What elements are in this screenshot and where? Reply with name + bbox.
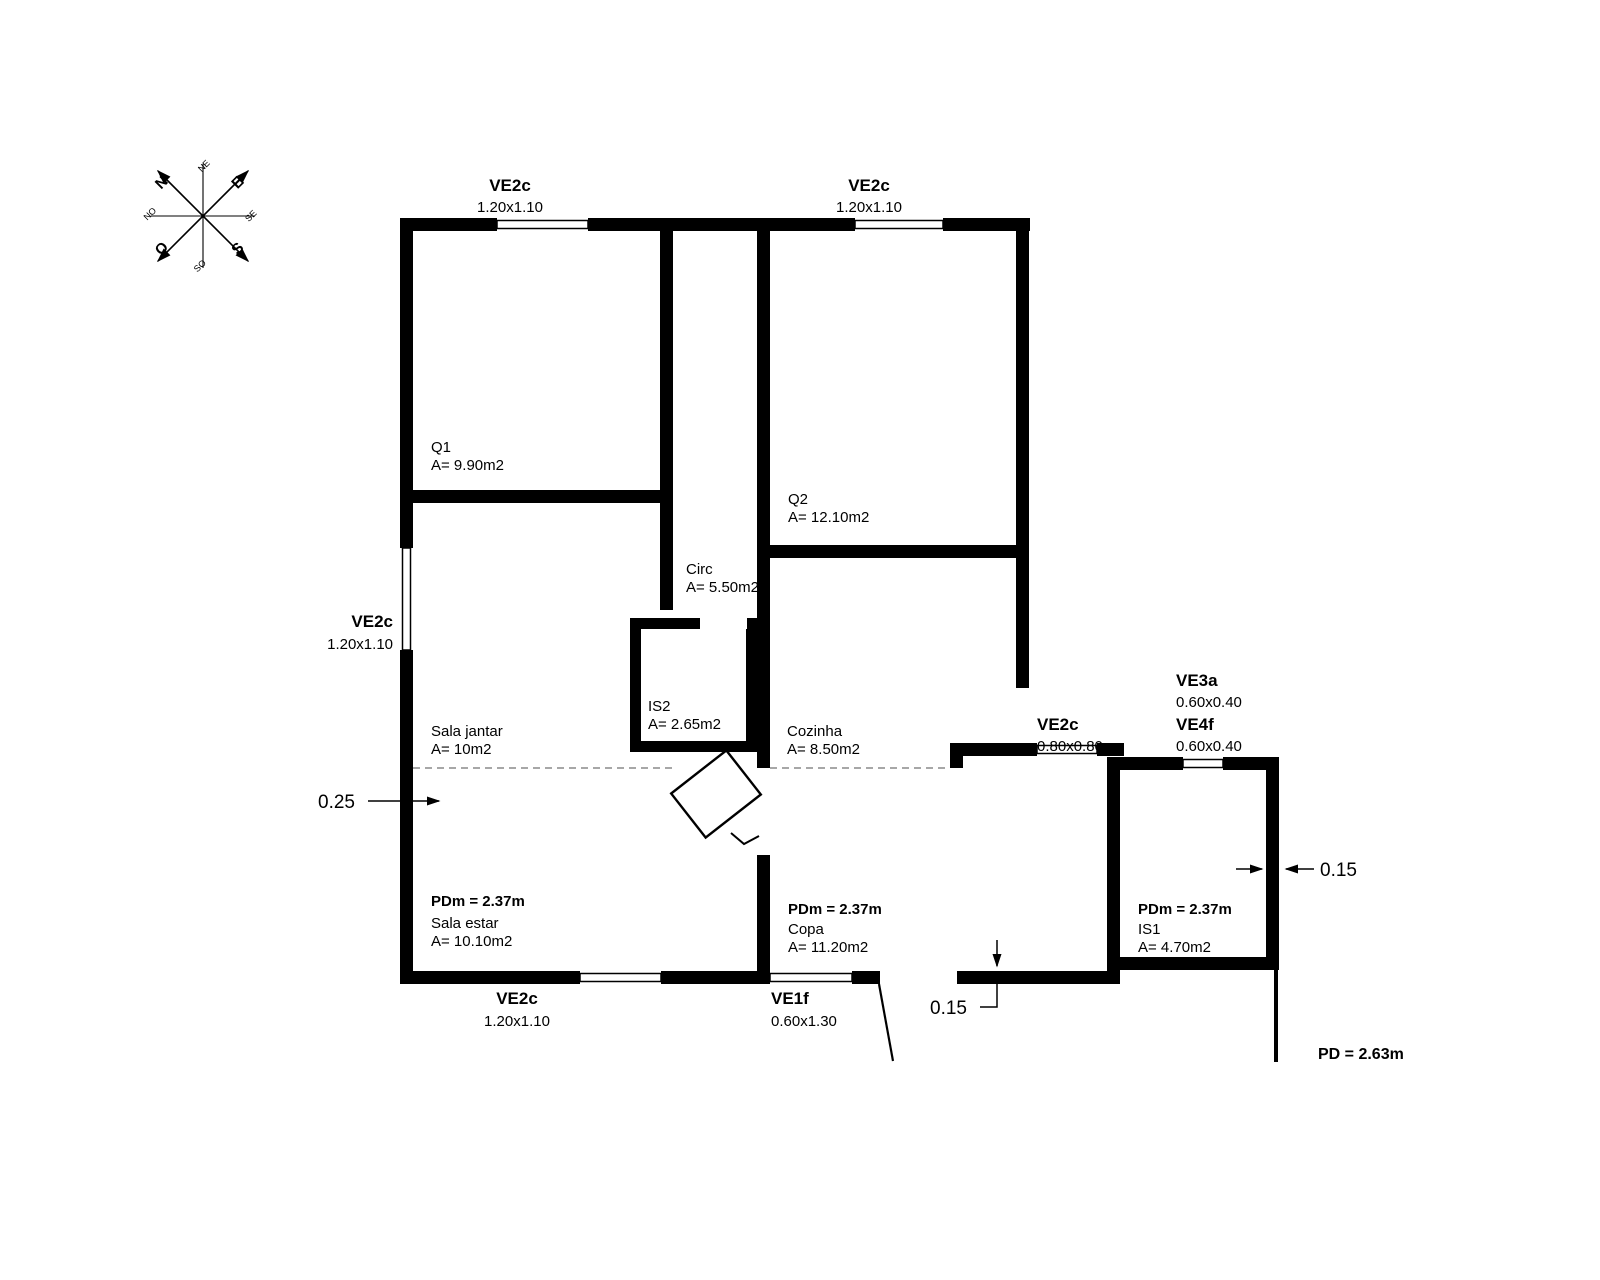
room-name-copa: Copa <box>788 921 825 938</box>
window-label-ve2c-top-left: VE2c <box>489 176 531 195</box>
compass-label-n: N <box>152 173 172 193</box>
compass-label-se: SE <box>243 208 259 224</box>
room-area-cozinha: A= 8.50m2 <box>787 741 860 758</box>
window-size-ve2c-left: 1.20x1.10 <box>327 636 393 653</box>
wall-is2-left <box>630 629 641 741</box>
window-label-ve2c-left: VE2c <box>351 612 393 631</box>
window-size-ve2c-bottom: 1.20x1.10 <box>484 1013 550 1030</box>
dimension-lines <box>368 796 1314 1008</box>
wall-left-upper <box>400 231 413 548</box>
wall-is1-bottom <box>1120 957 1279 970</box>
window-ve2c-top-right <box>854 219 944 230</box>
room-pdm-sala-estar: PDm = 2.37m <box>431 893 525 910</box>
room-area-q1: A= 9.90m2 <box>431 457 504 474</box>
window-ve2c-top-left <box>496 219 589 230</box>
dim-text-bottom-wall: 0.15 <box>930 998 967 1019</box>
compass-label-no: NO <box>142 206 159 223</box>
wall-q1-bottom <box>413 490 660 503</box>
door-leaf-central <box>669 748 763 840</box>
room-name-is2: IS2 <box>648 698 671 715</box>
window-label-ve4f: VE4f <box>1176 715 1214 734</box>
dimension-texts: 0.25 0.15 0.15 PD = 2.63m <box>318 792 1404 1063</box>
wall-q2-bottom <box>770 545 1016 558</box>
compass-rose: N E S O NE SE SO NO <box>142 158 259 274</box>
room-name-q2: Q2 <box>788 491 808 508</box>
room-name-q1: Q1 <box>431 439 451 456</box>
compass-label-so: SO <box>192 258 208 274</box>
window-ve2c-left <box>401 547 412 651</box>
door-stop-central <box>730 832 760 846</box>
dim-text-right-wall: 0.15 <box>1320 860 1357 881</box>
wall-right-edge-extension <box>1274 970 1278 1062</box>
wall-top-2 <box>588 218 855 231</box>
wall-top-3 <box>943 218 1030 231</box>
room-name-sala-estar: Sala estar <box>431 915 499 932</box>
wall-bottom-2 <box>661 971 770 984</box>
wall-is1-top-1 <box>1120 757 1183 770</box>
window-ve1f-bottom <box>769 972 853 983</box>
room-name-circ: Circ <box>686 561 713 578</box>
wall-bottom-4 <box>957 971 1120 984</box>
window-label-ve2c-top-right: VE2c <box>848 176 890 195</box>
window-size-ve2c-top-left: 1.20x1.10 <box>477 199 543 216</box>
dim-text-left-wall: 0.25 <box>318 792 355 813</box>
door-leaf-exterior <box>877 983 895 1062</box>
compass-label-e: E <box>228 173 247 192</box>
wall-central-upper <box>757 231 770 768</box>
room-pdm-copa: PDm = 2.37m <box>788 901 882 918</box>
room-area-sala-estar: A= 10.10m2 <box>431 933 512 950</box>
room-area-copa: A= 11.20m2 <box>788 939 868 956</box>
wall-left-lower <box>400 650 413 984</box>
wall-bottom-3 <box>852 971 880 984</box>
window-label-ve3a: VE3a <box>1176 671 1218 690</box>
window-size-ve1f: 0.60x1.30 <box>771 1013 837 1030</box>
window-ve2c-bottom <box>579 972 662 983</box>
room-area-circ: A= 5.50m2 <box>686 579 759 596</box>
room-pdm-is1: PDm = 2.37m <box>1138 901 1232 918</box>
room-area-is2: A= 2.65m2 <box>648 716 721 733</box>
wall-is2-bottom <box>630 741 757 752</box>
room-area-sala-jantar: A= 10m2 <box>431 741 491 758</box>
dim-leader-bottom-wall <box>980 984 998 1008</box>
room-area-is1: A= 4.70m2 <box>1138 939 1211 956</box>
window-size-ve2c-top-right: 1.20x1.10 <box>836 199 902 216</box>
wall-hall-top-2 <box>1097 743 1124 756</box>
window-label-ve2c-mid: VE2c <box>1037 715 1079 734</box>
wall-hall-stub <box>950 756 963 768</box>
window-frames <box>401 219 1224 983</box>
compass-label-s: S <box>228 239 247 258</box>
wall-is1-right <box>1266 770 1279 957</box>
wall-hall-top-1 <box>950 743 1037 756</box>
window-size-ve4f: 0.60x0.40 <box>1176 738 1242 755</box>
window-labels: VE2c 1.20x1.10 VE2c 1.20x1.10 VE2c 1.20x… <box>327 176 1242 1030</box>
wall-is2-top-stub <box>747 618 757 629</box>
wall-is1-top-2 <box>1223 757 1279 770</box>
wall-central-lower <box>757 855 770 971</box>
wall-is2-top <box>630 618 700 629</box>
walls <box>400 218 1279 1062</box>
room-name-cozinha: Cozinha <box>787 723 843 740</box>
wall-corridor-left <box>660 231 673 610</box>
window-ve2c-mid <box>1036 744 1098 755</box>
window-ve3a-ve4f <box>1182 758 1224 769</box>
wall-copa-is1-divider <box>1107 757 1120 984</box>
wall-right-q2 <box>1016 231 1029 688</box>
room-labels: Q1 A= 9.90m2 Q2 A= 12.10m2 Circ A= 5.50m… <box>431 439 1232 956</box>
wall-bottom-1 <box>400 971 580 984</box>
ceiling-height-label: PD = 2.63m <box>1318 1046 1404 1063</box>
compass-label-o: O <box>152 238 173 259</box>
wall-is2-right <box>746 629 757 741</box>
doors <box>669 748 895 1062</box>
room-name-sala-jantar: Sala jantar <box>431 723 503 740</box>
compass-label-ne: NE <box>196 158 212 174</box>
window-size-ve2c-mid: 0.80x0.80 <box>1037 738 1103 755</box>
window-label-ve1f: VE1f <box>771 989 809 1008</box>
window-size-ve3a: 0.60x0.40 <box>1176 694 1242 711</box>
room-name-is1: IS1 <box>1138 921 1161 938</box>
room-area-q2: A= 12.10m2 <box>788 509 869 526</box>
window-label-ve2c-bottom: VE2c <box>496 989 538 1008</box>
wall-top-1 <box>400 218 497 231</box>
